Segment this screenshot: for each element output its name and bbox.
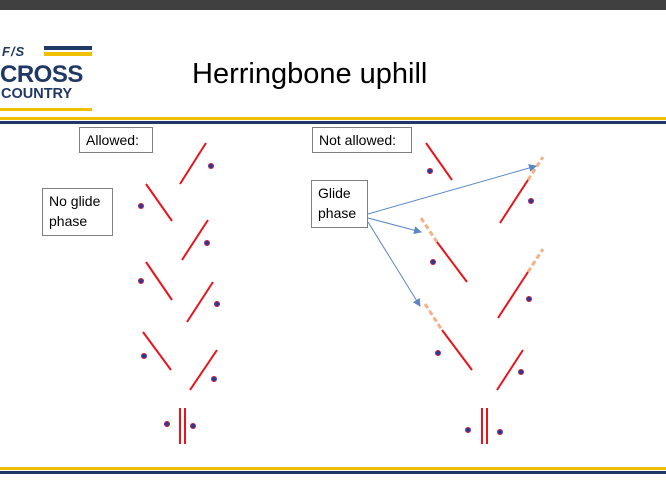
allowed-label-text: Allowed:	[86, 132, 139, 148]
allowed-pole-dot-6	[140, 352, 147, 359]
not-allowed-left-ski-3	[441, 329, 473, 371]
not-allowed-left-ski-2-glide	[419, 217, 439, 243]
allowed-ski-tracks	[142, 142, 218, 444]
slide-title: Herringbone uphill	[192, 58, 428, 90]
not-allowed-right-ski-2-glide	[526, 248, 545, 273]
not-allowed-pole-dot-4	[526, 295, 533, 302]
logo-stripe-blue	[44, 46, 92, 50]
allowed-pole-dot-2	[137, 202, 144, 209]
not-allowed-pole-dot-7	[464, 426, 471, 433]
no-glide-phase-label: No glide phase	[42, 188, 113, 236]
glide-phase-arrows	[367, 164, 537, 307]
glide-arrow-2	[367, 217, 422, 235]
not-allowed-right-ski-3	[496, 349, 524, 391]
not-allowed-pole-dot-1	[426, 167, 433, 174]
allowed-right-ski-2	[181, 219, 209, 261]
allowed-pole-dot-8	[163, 420, 170, 427]
allowed-label: Allowed:	[79, 127, 153, 153]
glide-arrow-1	[367, 164, 537, 215]
header-rule-gold	[0, 117, 666, 120]
not-allowed-pole-dot-5	[434, 349, 441, 356]
not-allowed-left-ski-2	[436, 241, 468, 283]
allowed-left-ski-2	[145, 261, 173, 301]
logo-country-text: COUNTRY	[1, 86, 73, 102]
not-allowed-pole-plants	[426, 167, 535, 435]
allowed-left-ski-3	[142, 331, 172, 371]
not-allowed-left-ski-1	[425, 142, 453, 181]
allowed-right-ski-4	[189, 349, 218, 391]
allowed-pole-dot-1	[207, 162, 214, 169]
glide-line2: phase	[318, 205, 357, 221]
allowed-pole-dot-7	[210, 375, 217, 382]
not-allowed-pole-dot-3	[429, 258, 436, 265]
not-allowed-right-ski-1	[499, 179, 529, 224]
header-rule-blue	[0, 121, 666, 124]
allowed-right-ski-1	[179, 142, 207, 185]
fis-cross-country-logo: F/S CROSS COUNTRY	[0, 24, 100, 120]
no-glide-line1: No glide	[49, 193, 101, 209]
allowed-pole-dot-4	[137, 277, 144, 284]
allowed-pole-plants	[137, 162, 220, 429]
glide-phase-label: Glide phase	[311, 180, 368, 228]
not-allowed-label: Not allowed:	[312, 127, 412, 153]
not-allowed-pole-dot-2	[528, 197, 535, 204]
footer-rule-blue	[0, 471, 666, 474]
not-allowed-pole-dot-8	[496, 428, 503, 435]
glide-arrow-3	[367, 221, 421, 307]
allowed-left-ski-1	[145, 183, 173, 222]
not-allowed-left-ski-3-glide	[423, 303, 444, 331]
glide-line1: Glide	[318, 185, 351, 201]
allowed-pole-dot-5	[213, 300, 220, 307]
no-glide-line2: phase	[49, 213, 88, 229]
not-allowed-ski-tracks	[419, 142, 545, 444]
logo-stripe-gold	[44, 52, 92, 56]
not-allowed-pole-dot-6	[518, 368, 525, 375]
allowed-pole-dot-9	[189, 422, 196, 429]
logo-stripe-gold-bottom	[0, 108, 92, 111]
top-bar	[0, 0, 666, 10]
not-allowed-right-ski-1-glide	[526, 156, 545, 181]
logo-fis-text: F/S	[2, 44, 26, 59]
footer-rule-gold	[0, 467, 666, 470]
logo-cross-text: CROSS	[0, 61, 83, 88]
not-allowed-label-text: Not allowed:	[319, 132, 397, 148]
allowed-pole-dot-3	[203, 239, 210, 246]
allowed-right-ski-3	[186, 281, 214, 323]
not-allowed-right-ski-2	[497, 271, 529, 319]
